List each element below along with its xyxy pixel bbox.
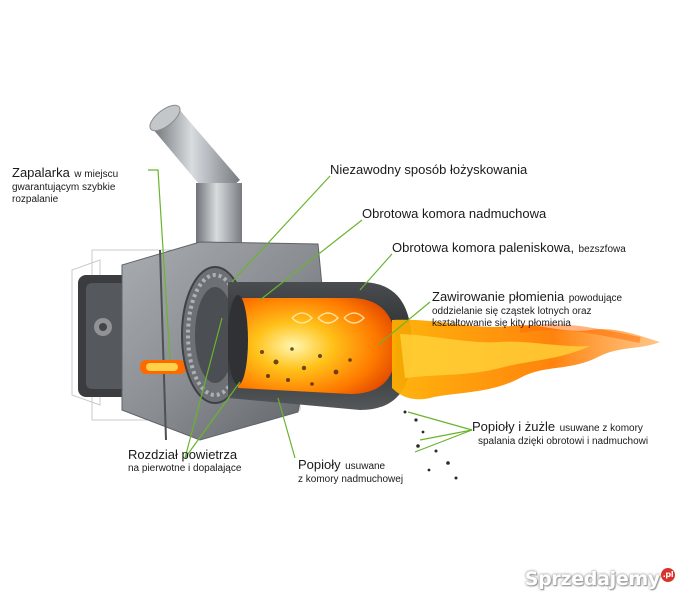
ash-particles (403, 410, 458, 480)
label-popioly-title: Popioły (298, 457, 341, 472)
label-zapalarka: Zapalarka w miejscu gwarantującym szybki… (12, 164, 118, 205)
label-komora-nadmuchowa: Obrotowa komora nadmuchowa (362, 205, 546, 223)
watermark-logo: Sprzedajemy.pl (525, 568, 675, 590)
combustion-chamber (228, 282, 412, 410)
label-zapalarka-detail-1: w miejscu (74, 169, 119, 180)
label-popioly-detail-2: z komory nadmuchowej (298, 474, 404, 486)
chimney-pipe (149, 104, 242, 279)
label-rozdzial: Rozdział powietrza na pierwotne i dopala… (128, 447, 242, 474)
watermark-suffix-badge: .pl (661, 568, 675, 582)
watermark-text: Sprzedajemy (524, 568, 661, 590)
label-komora-paleniskowa: Obrotowa komora paleniskowa, bezszfowa (392, 239, 626, 257)
label-rozdzial-title: Rozdział powietrza (128, 447, 238, 462)
label-zawirowanie: Zawirowanie płomienia powodujące oddziel… (432, 288, 622, 329)
label-lozyskowanie-title: Niezawodny sposób łożyskowania (330, 162, 528, 177)
label-popioly-zuzle-detail-1: usuwane z komory (559, 423, 643, 434)
label-rozdzial-detail: na pierwotne i dopalające (128, 462, 242, 474)
label-komora-nadmuchowa-title: Obrotowa komora nadmuchowa (362, 206, 547, 221)
label-zapalarka-detail-2: gwarantującym szybkie (12, 182, 116, 194)
label-zapalarka-title: Zapalarka (12, 165, 70, 180)
label-zawirowanie-detail-1: powodujące (568, 293, 623, 304)
label-komora-paleniskowa-title: Obrotowa komora paleniskowa, (392, 240, 575, 255)
label-popioly-zuzle-detail-2: spalania dzięki obrotowi i nadmuchowi (478, 436, 649, 448)
label-zawirowanie-detail-3: kształtowanie się kity płomienia (432, 317, 571, 329)
leader-lines (148, 169, 473, 459)
igniter (140, 360, 186, 374)
label-zawirowanie-detail-2: oddzielanie się cząstek lotnych oraz (432, 306, 592, 318)
label-zapalarka-detail-3: rozpalanie (12, 193, 59, 205)
label-lozyskowanie: Niezawodny sposób łożyskowania (330, 161, 527, 179)
label-popioly-zuzle-title: Popioły i żużle (472, 419, 556, 434)
label-popioly-zuzle: Popioły i żużle usuwane z komory spalani… (472, 418, 648, 448)
label-komora-paleniskowa-detail: bezszfowa (578, 244, 626, 255)
label-zawirowanie-title: Zawirowanie płomienia (432, 289, 565, 304)
label-popioly-detail-1: usuwane (345, 461, 386, 472)
label-popioly: Popioły usuwane z komory nadmuchowej (298, 456, 403, 486)
flame-plume (392, 319, 660, 400)
